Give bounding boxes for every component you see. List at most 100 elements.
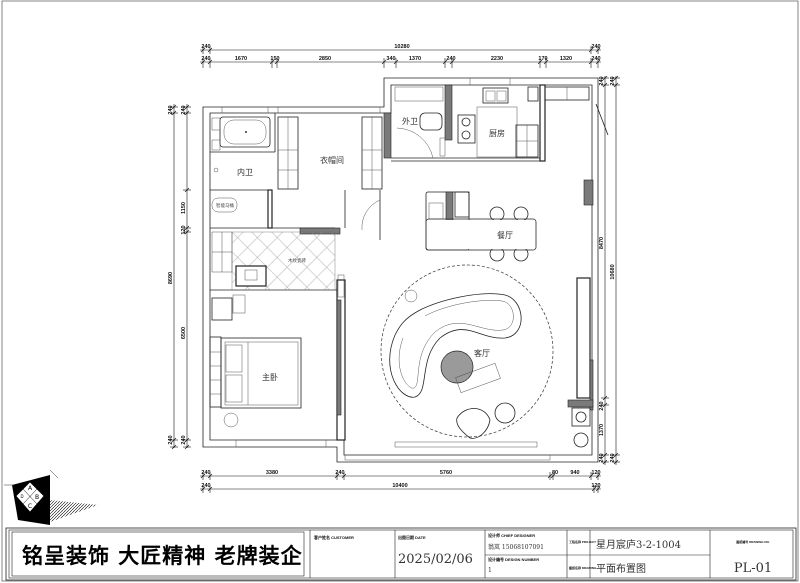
dimension-tick	[613, 459, 619, 465]
dim-label: 5760	[440, 470, 452, 476]
dim-label: 240	[591, 44, 600, 50]
design-number: 1	[488, 567, 492, 574]
dimension-tick	[184, 104, 190, 110]
dim-label: 240	[599, 401, 605, 410]
closet: 衣帽间	[277, 116, 383, 231]
dimension-tick	[207, 47, 213, 53]
kitchen: 厨房	[457, 86, 609, 158]
dim-label: 8470	[599, 237, 605, 249]
dim-label: 240	[591, 56, 600, 62]
dimension-tick	[334, 473, 340, 479]
dim-label: 240	[201, 483, 210, 489]
dim-label: 240	[168, 105, 174, 114]
dimension-tick	[184, 225, 190, 231]
inner-bath: 智能马桶 内卫	[211, 116, 271, 213]
project-name: 星月宸庐3-2-1004	[596, 538, 681, 551]
dim-label: 8690	[168, 272, 174, 284]
dim-label: 240	[201, 56, 210, 62]
dimension-tick	[613, 75, 619, 81]
dimension-tick	[269, 59, 275, 65]
dimension-tick	[595, 47, 601, 53]
room-label-outer-bath: 外卫	[402, 116, 418, 126]
corridor-tile-label: 木纹瓷砖	[288, 257, 306, 264]
dim-label: 240	[201, 470, 210, 476]
dimension-tick	[602, 82, 608, 88]
dimension-tick	[613, 82, 619, 88]
dimension-tick	[543, 59, 549, 65]
dim-label: 240	[181, 435, 187, 444]
dimension-tick	[595, 473, 601, 479]
project-label: 工程名称 PROJECT	[569, 539, 596, 544]
dimension-tick	[171, 444, 177, 450]
dim-label: 1370	[599, 424, 605, 436]
dimension-tick	[171, 110, 177, 116]
dim-label: 340	[386, 56, 395, 62]
dimension-lines	[170, 46, 620, 493]
dimension-tick	[547, 473, 553, 479]
room-label-living: 客厅	[474, 348, 490, 358]
dimension-tick	[602, 452, 608, 458]
dim-label: 1370	[409, 56, 421, 62]
dimension-tick	[171, 437, 177, 443]
compass-logo-mark: A B C D	[4, 469, 98, 525]
dim-label: 1320	[560, 56, 572, 62]
dimension-tick	[588, 47, 594, 53]
dim-label: 240	[168, 435, 174, 444]
dimension-tick	[591, 486, 597, 492]
dimension-tick	[184, 187, 190, 193]
dimension-tick	[602, 459, 608, 465]
dimension-tick	[341, 473, 347, 479]
dim-label: 10400	[392, 483, 407, 489]
dim-label: 1150	[181, 202, 187, 214]
dimension-tick	[200, 473, 206, 479]
room-label-dining: 餐厅	[497, 231, 513, 240]
dim-label: 2230	[491, 56, 503, 62]
drawing-title: 平面布置图	[596, 563, 646, 575]
dim-label: 10680	[610, 264, 616, 279]
dim-label: 240	[599, 76, 605, 85]
dim-label: 2850	[319, 56, 331, 62]
drawing-date: 2025/02/06	[398, 552, 473, 567]
room-label-inner-bath: 内卫	[237, 167, 253, 177]
dim-label: 80	[552, 470, 558, 476]
dimension-tick	[537, 59, 543, 65]
date-label: 出图日期 DATE	[398, 534, 426, 540]
dim-label: 240	[201, 44, 210, 50]
dimension-tick	[200, 486, 206, 492]
dimension-tick	[449, 59, 455, 65]
dim-label: 120	[181, 225, 187, 234]
compass-letter: D	[20, 494, 23, 499]
dimension-tick	[595, 59, 601, 65]
room-label-master-bedroom: 主卧	[262, 372, 278, 382]
living: 客厅	[380, 264, 594, 448]
dimension-tick	[393, 59, 399, 65]
dining: 餐厅	[425, 191, 537, 262]
dim-label: 120	[591, 483, 600, 489]
drawing-number-label: 图纸编号 DRAWING NO.	[736, 539, 770, 544]
dimension-tick	[550, 473, 556, 479]
dimension-tick	[207, 59, 213, 65]
dimension-tick	[381, 59, 387, 65]
dimension-tick	[184, 110, 190, 116]
dim-label: 240	[610, 76, 616, 85]
dimension-tick	[595, 486, 601, 492]
dimension-tick	[602, 75, 608, 81]
dimension-tick	[184, 437, 190, 443]
corridor: 木纹瓷砖	[211, 231, 345, 298]
dimension-tick	[613, 452, 619, 458]
dimension-tick	[602, 395, 608, 401]
compass-letter: A	[28, 485, 33, 492]
dimension-tick	[207, 486, 213, 492]
drawing-number: PL-01	[734, 561, 772, 576]
dimension-tick	[274, 59, 280, 65]
dim-label: 240	[446, 56, 455, 62]
master-bedroom: 主卧	[209, 294, 302, 428]
dim-label: 6500	[181, 327, 187, 339]
dim-label: 3380	[266, 470, 278, 476]
drawing-title-label: 图纸名称 DRAWING	[569, 565, 597, 570]
dim-label: 10280	[394, 44, 409, 50]
designer-name: 翁岚 15068107091	[488, 543, 544, 551]
compass-letter: B	[35, 494, 39, 501]
